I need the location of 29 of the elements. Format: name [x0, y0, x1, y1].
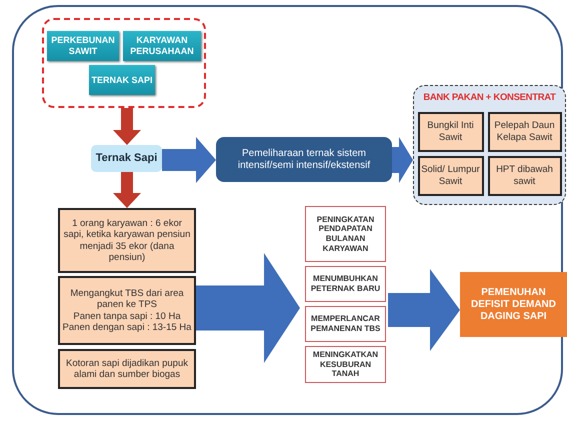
benefit-box: MENINGKATKAN KESUBURAN TANAH [305, 346, 386, 383]
note-text: Mengangkut TBS dari area panen ke TPS [69, 288, 185, 310]
note-text: Panen tanpa sapi : 10 Ha [73, 310, 181, 322]
panel-heading: BANK PAKAN + KONSENTRAT [423, 92, 556, 104]
feed-box: Pelepah Daun Kelapa Sawit [488, 112, 562, 152]
block-arrow [113, 172, 141, 208]
note-box [58, 276, 196, 345]
source-box: TERNAK SAPI [89, 65, 155, 95]
block-arrow [196, 253, 300, 363]
feed-box: HPT dibawah sawit [488, 156, 562, 196]
note-box: 1 orang karyawan : 6 ekor sapi, ketika karyawan pensiun menjadi 35 ekor (dana pensiun) [58, 208, 196, 273]
block-arrow [392, 137, 413, 183]
source-box: PERKEBUNAN SAWIT [47, 31, 119, 61]
block-arrow [162, 137, 216, 183]
block-arrow [388, 269, 460, 351]
note-text: Panen dengan sapi : 13-15 Ha [62, 322, 192, 334]
benefit-box: MEMPERLANCAR PEMANENAN TBS [305, 306, 386, 342]
result-box: PEMENUHAN DEFISIT DEMAND DAGING SAPI [460, 272, 567, 337]
benefit-box: MENUMBUHKAN PETERNAK BARU [305, 266, 386, 302]
benefit-box: PENINGKATAN PENDAPATAN BULANAN KARYAWAN [305, 206, 386, 262]
note-box: Kotoran sapi dijadikan pupuk alami dan sumber biogas [58, 349, 196, 389]
source-box: KARYAWAN PERUSAHAAN [123, 31, 201, 61]
process-box: Pemeliharaan ternak sistem intensif/semi intensif/ekstensif [216, 137, 392, 182]
feed-bank-panel [413, 85, 566, 205]
dashed-group-box [42, 18, 206, 108]
process-box: Ternak Sapi [91, 145, 162, 172]
feed-box: Solid/ Lumpur Sawit [418, 156, 484, 196]
block-arrow [113, 108, 141, 145]
feed-box: Bungkil Inti Sawit [418, 112, 484, 152]
